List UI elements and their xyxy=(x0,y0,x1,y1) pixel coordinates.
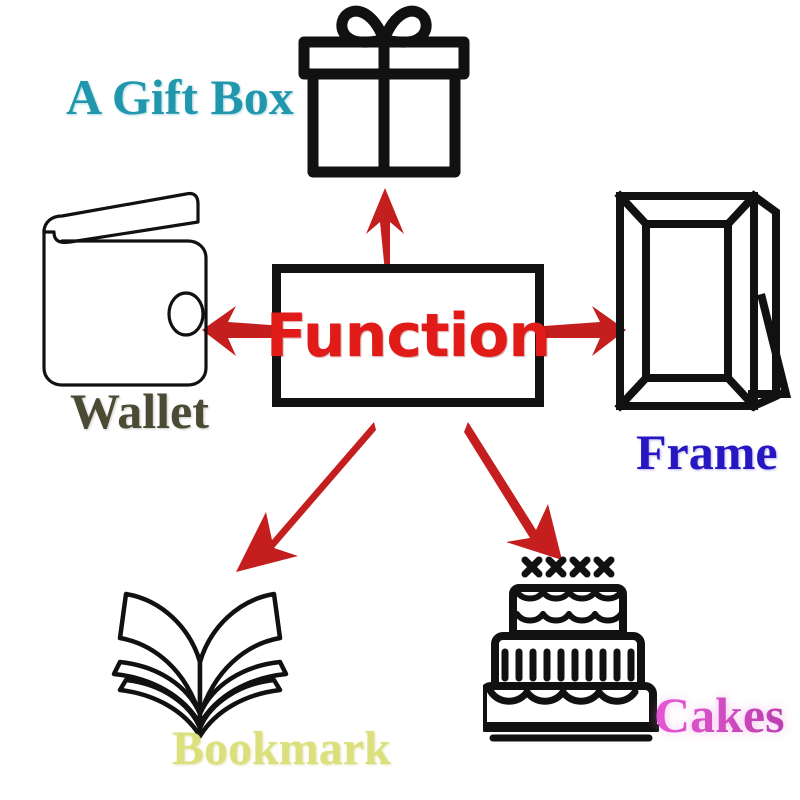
picture-frame-icon xyxy=(614,190,792,412)
arrow-to-cakes xyxy=(464,422,562,560)
label-frame: Frame xyxy=(636,424,778,480)
label-gift-box: A Gift Box xyxy=(66,69,294,125)
arrow-to-frame xyxy=(544,306,626,356)
wallet-icon xyxy=(42,191,208,387)
arrow-to-bookmark xyxy=(236,422,376,572)
function-center-box[interactable]: Function xyxy=(266,264,551,407)
label-wallet: Wallet xyxy=(70,383,209,439)
tiered-cake-icon xyxy=(483,556,659,742)
arrow-to-gift-box xyxy=(366,188,404,272)
gift-box-icon xyxy=(298,5,470,178)
function-label: Function xyxy=(265,300,551,371)
label-cakes: Cakes xyxy=(654,687,785,743)
open-book-icon xyxy=(111,591,289,739)
label-bookmark: Bookmark xyxy=(172,722,391,775)
arrow-to-wallet xyxy=(202,306,284,356)
